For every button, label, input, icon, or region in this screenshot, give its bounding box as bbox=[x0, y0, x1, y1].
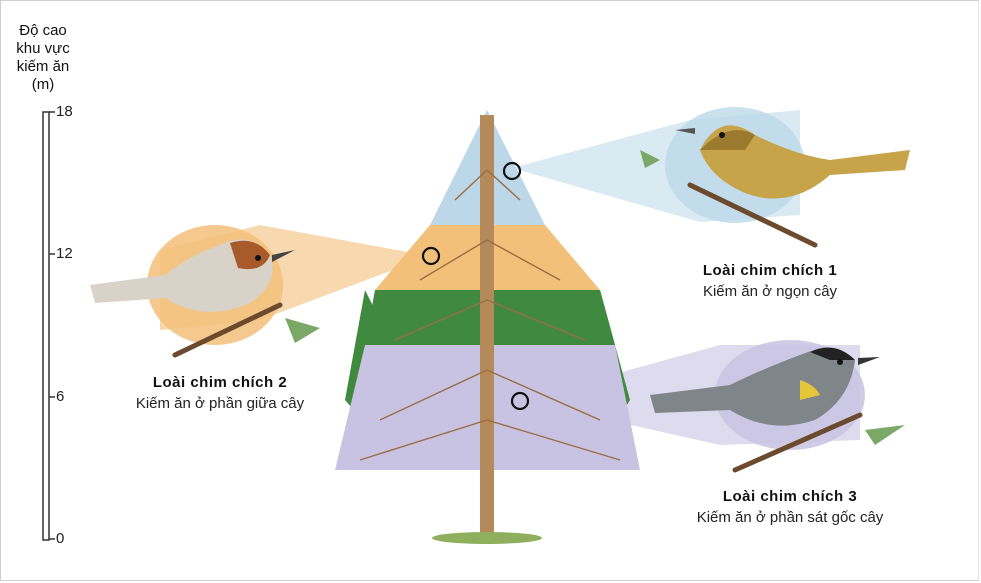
species-1-title: Loài chim chích 1 bbox=[660, 262, 880, 279]
tick-label-0: 0 bbox=[56, 530, 64, 547]
axis-title-line: kiếm ăn bbox=[8, 58, 78, 76]
species-3-title: Loài chim chích 3 bbox=[660, 488, 920, 505]
height-scale bbox=[43, 112, 55, 540]
tree-trunk bbox=[480, 115, 494, 540]
axis-title-line: Độ cao bbox=[8, 22, 78, 40]
axis-title: Độ cao khu vực kiếm ăn (m) bbox=[8, 22, 78, 94]
species-2-desc: Kiếm ăn ở phần giữa cây bbox=[100, 395, 340, 412]
species-1-desc: Kiếm ăn ở ngọn cây bbox=[660, 283, 880, 300]
axis-title-line: (m) bbox=[8, 76, 78, 94]
tree-grass bbox=[432, 532, 542, 544]
tick-label-18: 18 bbox=[56, 103, 73, 120]
tick-label-12: 12 bbox=[56, 245, 73, 262]
species-3-desc: Kiếm ăn ở phần sát gốc cây bbox=[660, 509, 920, 526]
axis-title-line: khu vực bbox=[8, 40, 78, 58]
tick-label-6: 6 bbox=[56, 388, 64, 405]
species-2-title: Loài chim chích 2 bbox=[100, 374, 340, 391]
